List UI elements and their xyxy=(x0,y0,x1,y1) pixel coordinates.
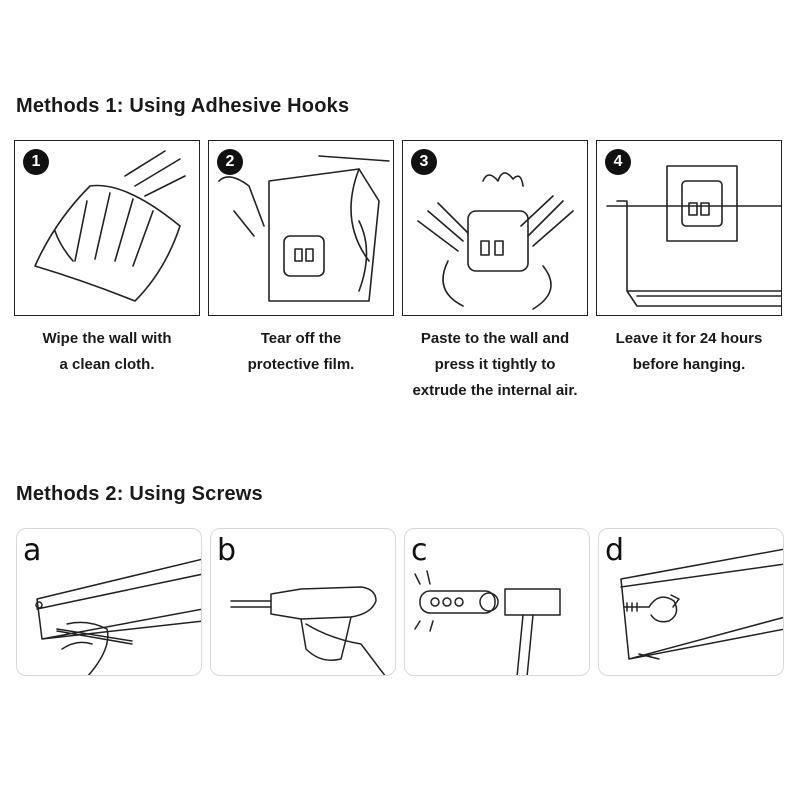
drill-icon xyxy=(211,529,396,676)
step3-panel: 3 xyxy=(402,140,588,316)
step3-number-badge: 3 xyxy=(411,149,437,175)
caption-line: Tear off the xyxy=(260,330,342,347)
step2-panel: 2 xyxy=(208,140,394,316)
mounted-shelf-icon xyxy=(597,141,782,316)
wiping-hand-cloth-icon xyxy=(15,141,200,316)
mark-wall-pencil-icon xyxy=(17,529,202,676)
step-a-letter: a xyxy=(23,533,42,568)
caption-line: Paste to the wall and xyxy=(420,330,570,347)
step-c-letter: c xyxy=(411,533,428,568)
press-hook-icon xyxy=(403,141,588,316)
caption-line: before hanging. xyxy=(632,356,746,373)
step-d-letter: d xyxy=(605,533,625,568)
caption-line: extrude the internal air. xyxy=(412,382,578,399)
step1-caption: Wipe the wall with a clean cloth. xyxy=(7,326,207,378)
anchor-hammer-icon xyxy=(405,529,590,676)
step4-number-badge: 4 xyxy=(605,149,631,175)
step1-number-badge: 1 xyxy=(23,149,49,175)
screw-in-icon xyxy=(599,529,784,676)
step-a-panel: a xyxy=(16,528,202,676)
caption-line: protective film. xyxy=(247,356,355,373)
peel-film-icon xyxy=(209,141,394,316)
method2-heading: Methods 2: Using Screws xyxy=(16,483,263,505)
caption-line: press it tightly to xyxy=(434,356,556,373)
step-b-panel: b xyxy=(210,528,396,676)
step1-panel: 1 xyxy=(14,140,200,316)
step4-caption: Leave it for 24 hours before hanging. xyxy=(589,326,789,378)
step4-panel: 4 xyxy=(596,140,782,316)
step-d-panel: d xyxy=(598,528,784,676)
step-b-letter: b xyxy=(217,533,237,568)
step-c-panel: c xyxy=(404,528,590,676)
caption-line: a clean cloth. xyxy=(59,356,155,373)
method1-heading: Methods 1: Using Adhesive Hooks xyxy=(16,95,350,117)
caption-line: Leave it for 24 hours xyxy=(615,330,763,347)
step3-caption: Paste to the wall and press it tightly t… xyxy=(395,326,595,404)
step2-number-badge: 2 xyxy=(217,149,243,175)
caption-line: Wipe the wall with xyxy=(42,330,172,347)
step2-caption: Tear off the protective film. xyxy=(201,326,401,378)
